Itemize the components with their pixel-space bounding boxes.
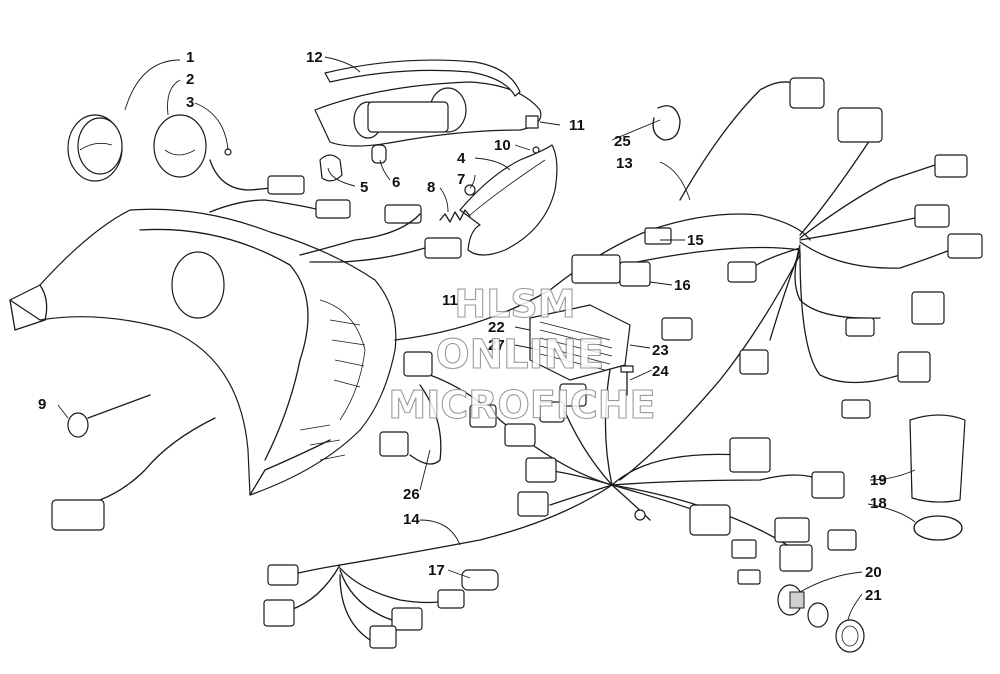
- callout-20: 20: [865, 564, 882, 581]
- callout-27: 27: [488, 337, 505, 354]
- watermark: HLSM ONLINE MICROFICHE: [388, 281, 656, 427]
- trim-strip: [324, 59, 521, 97]
- callout-5: 5: [360, 179, 368, 196]
- nut-ring: [807, 602, 829, 628]
- sensor-switch: [777, 584, 805, 616]
- callout-26: 26: [403, 486, 420, 503]
- watermark-line-1: HLSM: [454, 282, 575, 326]
- main-harness-upper: [394, 77, 983, 481]
- retaining-ring: [652, 105, 681, 141]
- bulb: [371, 144, 387, 164]
- callout-3: 3: [186, 94, 194, 111]
- bolt: [620, 365, 634, 396]
- watermark-line-3: MICROFICHE: [388, 383, 655, 427]
- taillight-lens: [459, 144, 558, 256]
- small-clip: [525, 115, 539, 129]
- headlight-bezel: [67, 114, 123, 182]
- headlight-harness: [209, 159, 462, 263]
- callout-14: 14: [403, 511, 420, 528]
- callout-24: 24: [652, 363, 669, 380]
- callout-15: 15: [687, 232, 704, 249]
- clamp-ring: [913, 515, 963, 541]
- callout-25: 25: [614, 133, 631, 150]
- callout-23: 23: [652, 342, 669, 359]
- leader-lines: [57, 56, 916, 621]
- voltage-regulator: [529, 304, 693, 381]
- headlight-bulb-housing: [153, 114, 207, 178]
- callout-7: 7: [457, 171, 465, 188]
- callout-1: 1: [186, 49, 194, 66]
- callout-2: 2: [186, 71, 194, 88]
- left-connector-harness: [51, 417, 216, 531]
- protective-sleeve: [909, 414, 966, 503]
- callout-6: 6: [392, 174, 400, 191]
- front-hood-panel: [9, 208, 397, 496]
- light-housing-cover: [314, 81, 542, 147]
- callout-11: 11: [569, 117, 585, 134]
- callout-22: 22: [488, 319, 505, 336]
- bulb-socket: [319, 154, 343, 182]
- main-harness-lower: [263, 351, 857, 649]
- callout-21: 21: [865, 587, 882, 604]
- clip-fastener: [532, 146, 540, 154]
- callout-8: 8: [427, 179, 435, 196]
- callout-12: 12: [306, 49, 323, 66]
- callout-18: 18: [870, 495, 887, 512]
- callout-19: 19: [870, 472, 887, 489]
- callout-17: 17: [428, 562, 445, 579]
- callout-11b: 11: [442, 292, 458, 309]
- spring: [439, 209, 471, 223]
- callout-10: 10: [494, 137, 511, 154]
- callout-16: 16: [674, 277, 691, 294]
- switch-boot: [835, 619, 865, 653]
- watermark-line-2: ONLINE: [436, 332, 605, 378]
- callout-4: 4: [457, 150, 466, 167]
- callout-9: 9: [38, 396, 46, 413]
- callout-labels: 1 2 3 4 5 6 7 8 9 10 11 11 12 13 14 15 1…: [38, 49, 887, 604]
- nut: [464, 184, 476, 196]
- callout-13: 13: [616, 155, 633, 172]
- relay-assembly: [571, 227, 672, 287]
- ground-bolt-with-cap: [67, 394, 151, 438]
